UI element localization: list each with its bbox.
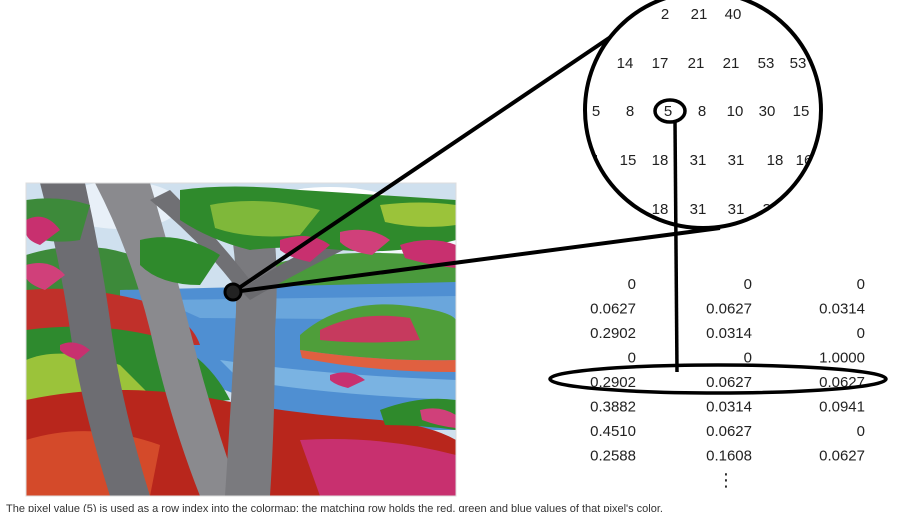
colormap-cell: 0 (744, 276, 752, 293)
zoom-grid-value: 53 (758, 55, 775, 72)
zoom-grid-value: 53 (790, 55, 807, 72)
zoom-grid-value: 18 (767, 152, 784, 169)
zoom-grid-value: 10 (727, 103, 744, 120)
colormap-cell: 0 (857, 423, 865, 440)
zoom-connector-lines (231, 30, 721, 294)
colormap-cell: 0.0314 (819, 301, 865, 318)
colormap-cell: 0.0314 (706, 399, 752, 416)
colormap-highlighted-cell: 0.0627 (706, 374, 752, 391)
zoom-grid-value: 15 (620, 152, 637, 169)
zoom-grid-value: 14 (617, 55, 634, 72)
colormap-cell: 0 (744, 350, 752, 367)
colormap-cell: 0.2588 (590, 448, 636, 465)
colormap-cell: 0 (628, 350, 636, 367)
zoom-grid-value: 8 (626, 103, 634, 120)
zoom-grid-value: 21 (691, 6, 708, 23)
zoom-grid-value: 5 (592, 103, 600, 120)
colormap-cell: 0.1608 (706, 448, 752, 465)
index-connector-line (673, 120, 679, 373)
colormap-cell: 0.0941 (819, 399, 865, 416)
colormap-cell: 0.3882 (590, 399, 636, 416)
colormap-cell: 0.4510 (590, 423, 636, 440)
magnified-pixel-marker (223, 282, 243, 302)
figure-caption: The pixel value (5) is used as a row ind… (6, 503, 663, 512)
zoom-grid-value: 31 (690, 201, 707, 218)
zoom-grid-value: 31 (690, 152, 707, 169)
zoom-grid-value: 17 (652, 55, 669, 72)
colormap-cell: 0.0627 (819, 448, 865, 465)
colormap-ellipsis: ⋮ (717, 470, 735, 490)
zoom-grid-value: 18 (652, 201, 669, 218)
colormap-row-highlight (548, 363, 888, 395)
zoom-grid-value: 18 (652, 152, 669, 169)
colormap-cell: 0.0627 (706, 423, 752, 440)
colormap-table: 0 0 0 0.0627 0.0627 0.0314 0.2902 0.0314 0 0 0 1.00… (590, 276, 865, 490)
zoom-grid-value: 31 (728, 152, 745, 169)
zoom-grid-value: 30 (759, 103, 776, 120)
zoom-grid-value: 8 (698, 103, 706, 120)
zoom-grid-value: 21 (688, 55, 705, 72)
zoom-grid-value: 40 (725, 6, 742, 23)
colormap-cell: 0.0627 (590, 301, 636, 318)
zoom-grid-value: 21 (723, 55, 740, 72)
colormap-cell: 0 (857, 325, 865, 342)
zoom-grid-value: 15 (793, 103, 810, 120)
highlighted-pixel-value: 5 (664, 103, 672, 120)
colormap-cell: 0 (628, 276, 636, 293)
zoom-grid-value: 2 (661, 6, 669, 23)
pixel-value-highlight (653, 98, 687, 124)
colormap-cell: 0.0314 (706, 325, 752, 342)
colormap-cell: 1.0000 (819, 350, 865, 367)
painting-image (26, 183, 456, 496)
colormap-cell: 0 (857, 276, 865, 293)
colormap-cell: 0.2902 (590, 325, 636, 342)
colormap-highlighted-cell: 0.2902 (590, 374, 636, 391)
colormap-cell: 0.0627 (706, 301, 752, 318)
zoom-grid-value: 31 (728, 201, 745, 218)
